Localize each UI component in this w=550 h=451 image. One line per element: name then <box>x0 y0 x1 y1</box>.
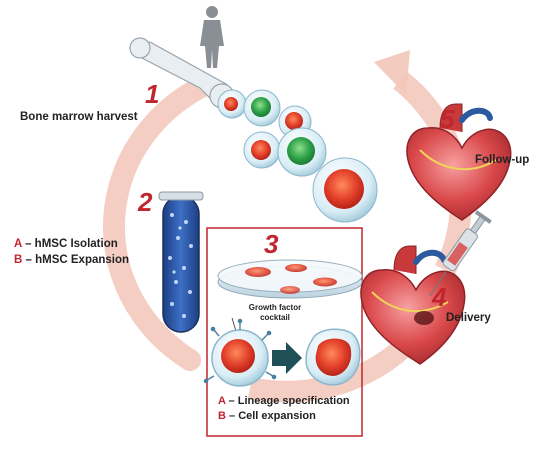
step3-item-a: A – Lineage specification <box>218 395 350 407</box>
stem-cell-icon <box>243 89 281 127</box>
step-number-4: 4 <box>432 282 447 312</box>
step2-item-a-text: – hMSC Isolation <box>25 238 118 250</box>
step3-item-a-text: – Lineage specification <box>228 395 350 407</box>
step2-item-b: B – hMSC Expansion <box>14 254 129 266</box>
stem-cell-icon <box>217 89 247 119</box>
heart-icon <box>360 245 466 365</box>
step3-box <box>206 227 363 437</box>
arrow-right-icon <box>272 342 302 374</box>
step5-label: Follow-up <box>475 154 530 166</box>
stem-cell-icon <box>203 318 277 387</box>
heart-icon <box>406 103 512 221</box>
step2-item-b-text: – hMSC Expansion <box>25 254 130 266</box>
step1-label: Bone marrow harvest <box>20 111 138 123</box>
stem-cell-icon <box>305 328 361 386</box>
step4-label: Delivery <box>446 312 491 324</box>
stem-cell-cluster <box>217 89 378 223</box>
step-number-5: 5 <box>440 104 455 134</box>
step3-item-b: B – Cell expansion <box>218 410 316 422</box>
syringe-icon <box>429 210 492 297</box>
growth-factor-label: Growth factor cocktail <box>248 303 302 322</box>
step3-item-b-key: B <box>218 410 226 422</box>
stem-cell-icon <box>243 131 281 169</box>
step2-item-a-key: A <box>14 238 22 250</box>
step2-item-a: A – hMSC Isolation <box>14 238 118 250</box>
stem-cell-icon <box>312 157 378 223</box>
step-number-3: 3 <box>264 229 279 259</box>
stem-cell-icon <box>277 127 327 177</box>
step2-item-b-key: B <box>14 254 23 266</box>
step3-item-b-text: – Cell expansion <box>229 410 316 422</box>
human-figure-icon <box>200 6 224 68</box>
step-number-1: 1 <box>145 79 160 109</box>
step-number-2: 2 <box>138 187 153 217</box>
test-tube-icon <box>158 191 204 333</box>
petri-dish-icon <box>217 259 363 299</box>
step3-item-a-key: A <box>218 395 226 407</box>
